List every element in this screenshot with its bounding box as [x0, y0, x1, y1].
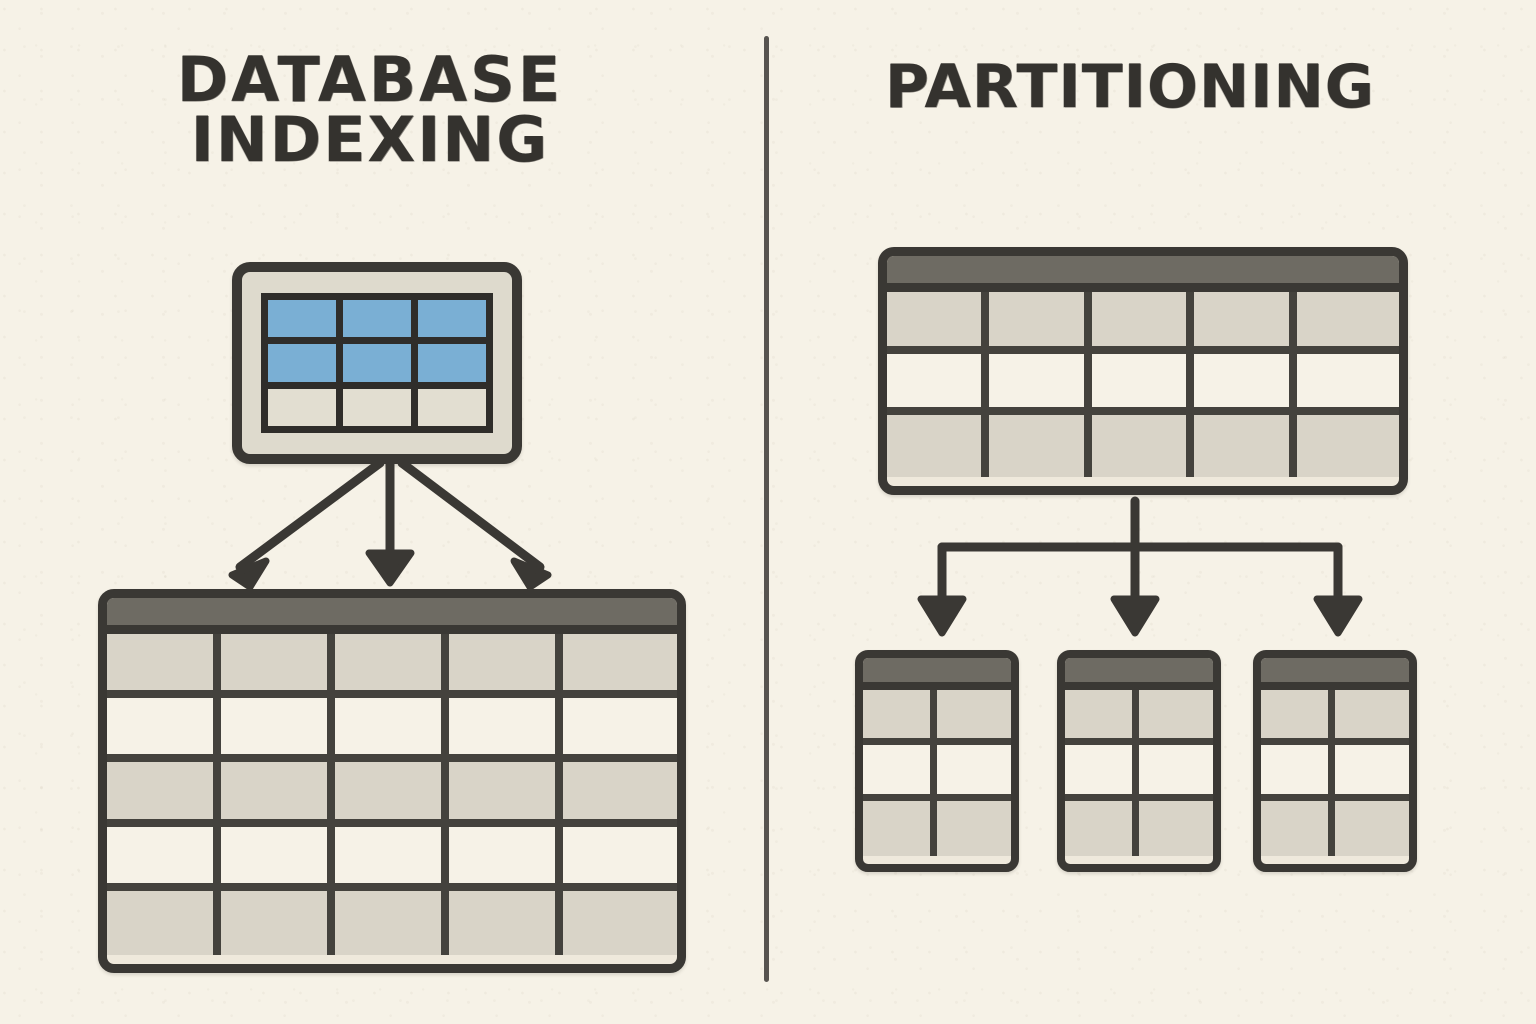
table-header-band — [1261, 658, 1409, 690]
branch-right-arrowhead — [1313, 595, 1363, 637]
table-cell — [335, 890, 449, 955]
table-cell — [937, 745, 1011, 801]
index-cell — [418, 388, 486, 426]
table-cell — [1261, 800, 1335, 856]
table-cell — [449, 634, 563, 699]
table-cell — [1194, 353, 1297, 416]
table-body — [107, 634, 677, 955]
table-cell — [221, 698, 335, 763]
index-cell — [418, 300, 486, 338]
table-cell — [1296, 415, 1399, 477]
table-cell — [937, 690, 1011, 746]
table-cell — [221, 826, 335, 891]
table-cell — [335, 698, 449, 763]
table-cell — [863, 745, 937, 801]
table-cell — [449, 698, 563, 763]
table-cell — [1065, 745, 1139, 801]
table-cell — [1091, 292, 1195, 354]
table-cell — [863, 800, 937, 856]
index-cell — [343, 300, 411, 338]
table-cell — [563, 826, 677, 891]
table-cell — [449, 890, 563, 955]
left-title-line-1: DATABASE — [176, 43, 564, 116]
arrow-down-left-head — [228, 557, 270, 591]
table-cell — [887, 353, 990, 416]
arrow-down-head — [365, 549, 415, 587]
table-cell — [107, 890, 221, 955]
table-cell — [335, 826, 449, 891]
table-cell — [989, 353, 1092, 416]
branch-left-arrowhead — [917, 595, 967, 637]
table-cell — [989, 292, 1092, 354]
table-cell — [449, 826, 563, 891]
table-cell — [107, 762, 221, 827]
table-cell — [1335, 745, 1409, 801]
index-lookup-arrows — [228, 458, 552, 591]
table-cell — [1065, 690, 1139, 746]
table-cell — [1261, 690, 1335, 746]
index-structure-box — [232, 262, 522, 464]
table-cell — [221, 634, 335, 699]
index-cell — [418, 344, 486, 382]
table-header-band — [863, 658, 1011, 690]
table-cell — [1139, 800, 1213, 856]
table-cell — [1139, 745, 1213, 801]
partition-table-3 — [1253, 650, 1417, 872]
table-cell — [1296, 353, 1399, 416]
table-cell — [1091, 415, 1195, 477]
table-cell — [989, 415, 1092, 477]
table-cell — [863, 690, 937, 746]
table-cell — [1194, 292, 1297, 354]
table-cell — [563, 698, 677, 763]
table-cell — [335, 634, 449, 699]
left-title-line-2: INDEXING — [190, 103, 550, 177]
table-cell — [1091, 353, 1195, 416]
arrow-down-right-shaft — [397, 458, 545, 572]
table-body — [1065, 690, 1213, 856]
table-cell — [449, 762, 563, 827]
table-cell — [107, 634, 221, 699]
table-cell — [1335, 800, 1409, 856]
index-cell — [343, 344, 411, 382]
table-cell — [1296, 292, 1399, 354]
table-body — [887, 292, 1399, 477]
table-header-band — [1065, 658, 1213, 690]
left-panel-title: DATABASE INDEXING — [110, 43, 630, 177]
table-cell — [335, 762, 449, 827]
index-cell — [268, 300, 336, 338]
table-cell — [107, 826, 221, 891]
branch-center-arrowhead — [1110, 595, 1160, 637]
partition-table-2 — [1057, 650, 1221, 872]
table-cell — [221, 762, 335, 827]
table-cell — [1261, 745, 1335, 801]
table-cell — [221, 890, 335, 955]
table-cell — [1139, 690, 1213, 746]
table-header-band — [107, 598, 677, 634]
table-cell — [563, 890, 677, 955]
table-cell — [563, 634, 677, 699]
table-header-band — [887, 256, 1399, 292]
index-cell — [268, 344, 336, 382]
indexed-table — [98, 589, 686, 973]
table-cell — [887, 415, 990, 477]
partition-branch-connector — [917, 496, 1363, 637]
table-body — [863, 690, 1011, 856]
index-grid — [261, 293, 493, 433]
panel-divider — [764, 36, 769, 982]
table-cell — [887, 292, 990, 354]
table-cell — [563, 762, 677, 827]
partition-table-1 — [855, 650, 1019, 872]
index-cell — [343, 388, 411, 426]
table-cell — [1194, 415, 1297, 477]
arrow-down-left-shaft — [235, 458, 385, 572]
table-cell — [1065, 800, 1139, 856]
arrow-down-right-head — [510, 557, 552, 591]
table-cell — [937, 800, 1011, 856]
table-cell — [1335, 690, 1409, 746]
source-table — [878, 247, 1408, 495]
right-panel-title: PARTITIONING — [885, 52, 1375, 122]
index-cell — [268, 388, 336, 426]
table-cell — [107, 698, 221, 763]
table-body — [1261, 690, 1409, 856]
